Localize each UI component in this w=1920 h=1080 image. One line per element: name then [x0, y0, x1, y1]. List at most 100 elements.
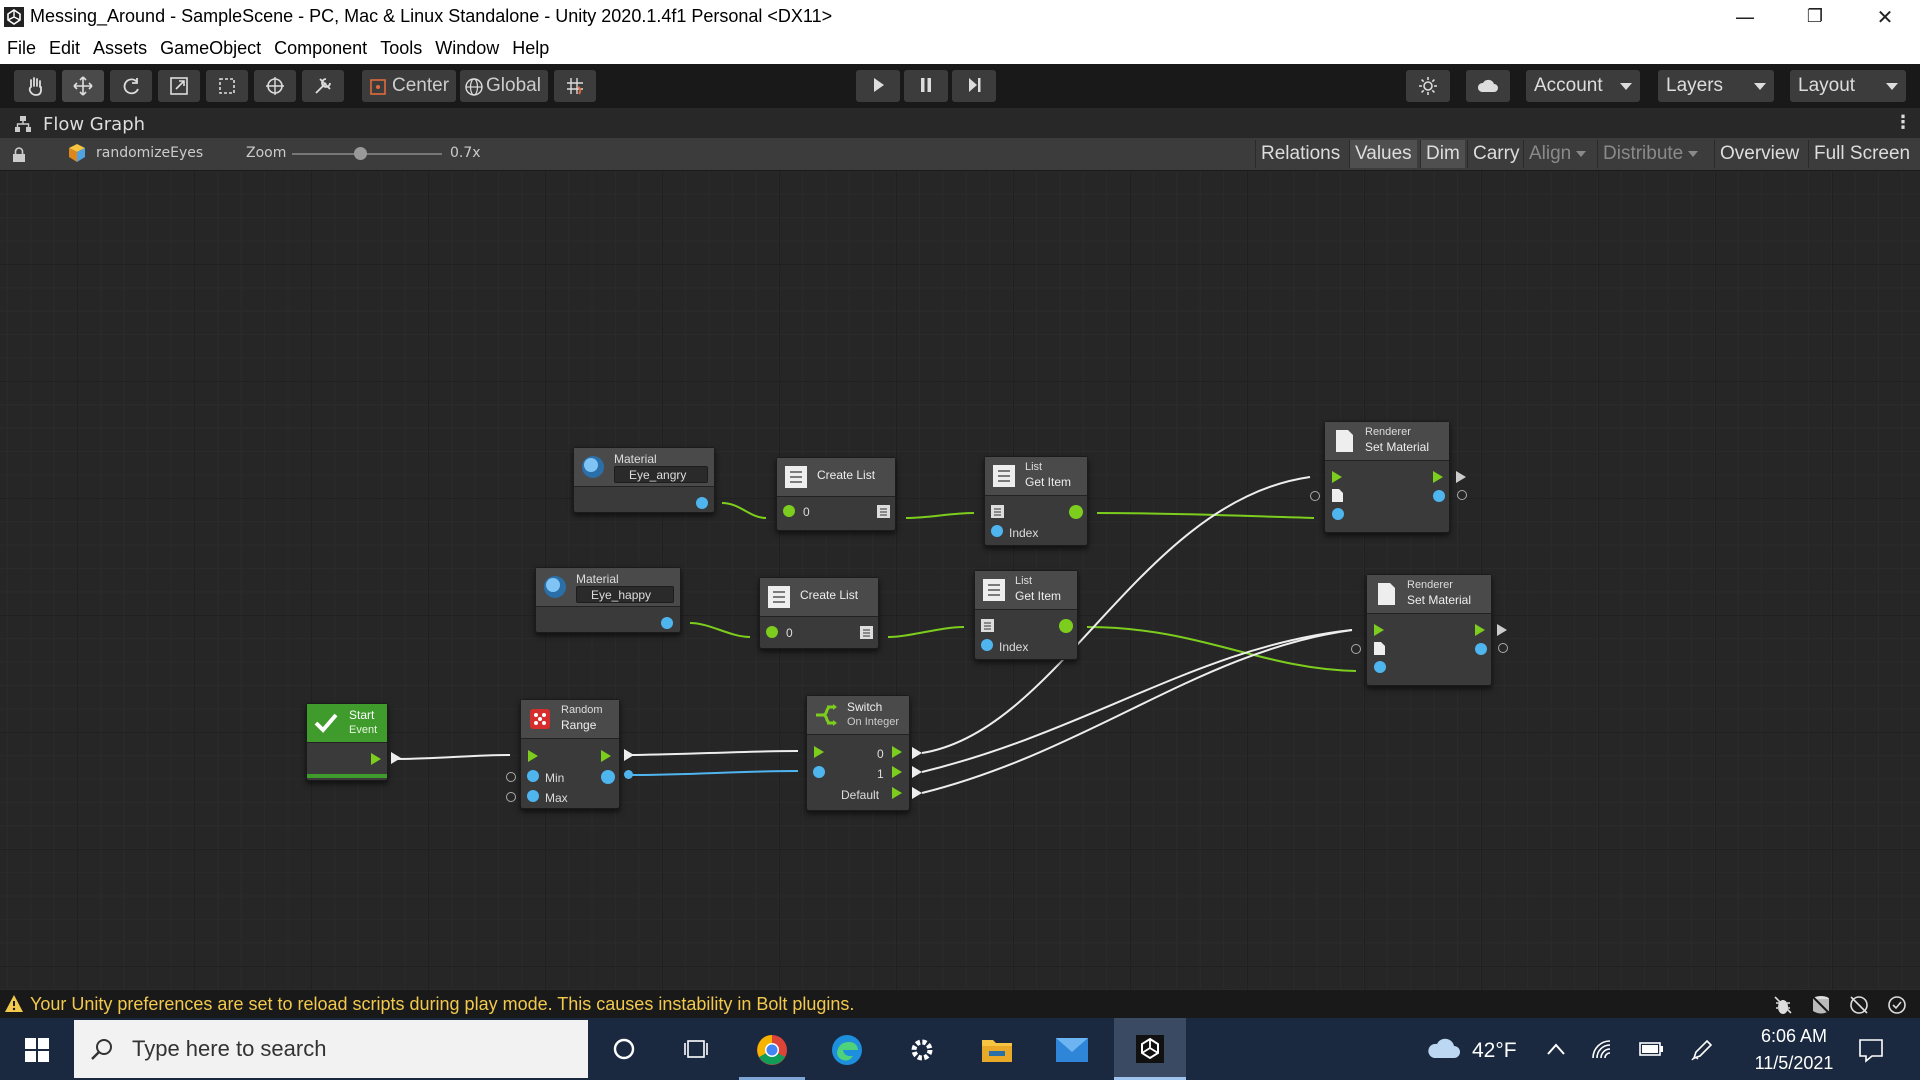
case-0-output-arrow-icon[interactable]: [892, 746, 902, 758]
menu-component[interactable]: Component: [274, 38, 368, 58]
material-field-angry[interactable]: Eye_angry: [614, 466, 708, 483]
align-dropdown[interactable]: Align: [1523, 140, 1592, 168]
list-input-icon[interactable]: [981, 619, 994, 632]
case-1-output-arrow-icon[interactable]: [892, 766, 902, 778]
minimize-button[interactable]: —: [1735, 5, 1755, 29]
menu-help[interactable]: Help: [512, 38, 550, 58]
list-output-icon[interactable]: [877, 505, 890, 518]
show-hidden-icons-button[interactable]: [1542, 1018, 1572, 1080]
switch-flow-input-arrow-icon[interactable]: [814, 746, 824, 758]
flow-graph-tab[interactable]: Flow Graph ⋮: [0, 110, 1920, 138]
layers-dropdown[interactable]: Layers: [1658, 70, 1774, 102]
flow-input-arrow-icon[interactable]: [1374, 624, 1384, 636]
overview-button[interactable]: Overview: [1714, 140, 1805, 168]
notifications-icon[interactable]: [1858, 1037, 1884, 1063]
list-input-icon[interactable]: [991, 505, 1004, 518]
random-flow-input-arrow-icon[interactable]: [528, 750, 538, 762]
get-item-node-1[interactable]: List Get Item Index: [984, 456, 1088, 546]
transform-tool-button[interactable]: [254, 70, 296, 102]
battery-icon[interactable]: [1638, 1040, 1664, 1058]
edge-taskbar-button[interactable]: [814, 1018, 880, 1080]
get-item-node-2[interactable]: List Get Item Index: [974, 570, 1078, 660]
menu-file[interactable]: File: [7, 38, 37, 58]
target-document-icon[interactable]: [1332, 489, 1343, 502]
material-input-port[interactable]: [1332, 508, 1344, 520]
carry-button[interactable]: Carry: [1467, 140, 1525, 168]
clock[interactable]: 6:06 AM 11/5/2021: [1746, 1018, 1842, 1080]
cortana-button[interactable]: [591, 1018, 657, 1080]
start-button[interactable]: [4, 1018, 70, 1080]
create-list-input-port[interactable]: [766, 626, 778, 638]
default-output-arrow-icon[interactable]: [892, 787, 902, 799]
distribute-dropdown[interactable]: Distribute: [1597, 140, 1704, 168]
random-range-node[interactable]: Random Range Min Max: [520, 699, 620, 809]
random-value-output-port[interactable]: [601, 770, 615, 784]
scale-tool-button[interactable]: [158, 70, 200, 102]
switch-value-input-port[interactable]: [813, 766, 825, 778]
pen-icon[interactable]: [1690, 1038, 1714, 1062]
menu-edit[interactable]: Edit: [49, 38, 81, 58]
close-button[interactable]: ✕: [1876, 5, 1894, 29]
target-output-port[interactable]: [1433, 490, 1445, 502]
settings-taskbar-button[interactable]: [889, 1018, 955, 1080]
target-document-icon[interactable]: [1374, 642, 1385, 655]
material-node-happy[interactable]: Material Eye_happy: [535, 567, 681, 633]
set-material-node-2[interactable]: Renderer Set Material: [1366, 574, 1492, 686]
create-list-node-1[interactable]: Create List 0: [776, 457, 896, 531]
max-input-port[interactable]: [527, 790, 539, 802]
relations-button[interactable]: Relations: [1255, 140, 1346, 168]
rotate-tool-button[interactable]: [110, 70, 152, 102]
get-item-output-port[interactable]: [1069, 505, 1083, 519]
network-icon[interactable]: [1848, 994, 1870, 1016]
dim-button[interactable]: Dim: [1420, 140, 1465, 168]
grid-snap-button[interactable]: [554, 70, 596, 102]
chrome-taskbar-button[interactable]: [739, 1018, 805, 1080]
zoom-slider-thumb[interactable]: [353, 147, 367, 160]
menu-gameobject[interactable]: GameObject: [160, 38, 262, 58]
pause-button[interactable]: [904, 70, 948, 102]
full-screen-button[interactable]: Full Screen: [1808, 140, 1916, 168]
cloud-button[interactable]: [1466, 70, 1510, 102]
list-output-icon[interactable]: [860, 626, 873, 639]
move-tool-button[interactable]: [62, 70, 104, 102]
file-explorer-taskbar-button[interactable]: [964, 1018, 1030, 1080]
pivot-center-button[interactable]: Center: [362, 70, 456, 102]
material-output-port[interactable]: [661, 617, 673, 629]
material-field-happy[interactable]: Eye_happy: [576, 586, 674, 603]
zoom-slider[interactable]: [292, 147, 442, 160]
task-view-button[interactable]: [663, 1018, 729, 1080]
random-flow-output-arrow-icon[interactable]: [601, 750, 611, 762]
debug-icon[interactable]: [1772, 994, 1794, 1016]
account-dropdown[interactable]: Account: [1526, 70, 1640, 102]
restore-button[interactable]: ❐: [1806, 6, 1824, 27]
database-icon[interactable]: [1810, 994, 1832, 1016]
custom-tool-button[interactable]: [302, 70, 344, 102]
switch-on-integer-node[interactable]: Switch On Integer 0 1 Default: [806, 695, 910, 811]
index-input-port[interactable]: [991, 525, 1003, 537]
values-button[interactable]: Values: [1349, 140, 1417, 168]
global-space-button[interactable]: Global: [460, 70, 548, 102]
flow-output-arrow-icon[interactable]: [1475, 624, 1485, 636]
material-input-port[interactable]: [1374, 661, 1386, 673]
rect-tool-button[interactable]: [206, 70, 248, 102]
index-input-port[interactable]: [981, 639, 993, 651]
wifi-icon[interactable]: [1590, 1038, 1614, 1060]
set-material-node-1[interactable]: Renderer Set Material: [1324, 421, 1450, 533]
get-item-output-port[interactable]: [1059, 619, 1073, 633]
step-button[interactable]: [952, 70, 996, 102]
start-flow-output-arrow-icon[interactable]: [371, 753, 381, 765]
create-list-input-port[interactable]: [783, 505, 795, 517]
material-output-port[interactable]: [696, 497, 708, 509]
hand-tool-button[interactable]: [14, 70, 56, 102]
play-button[interactable]: [856, 70, 900, 102]
more-options-icon[interactable]: ⋮: [1894, 112, 1912, 133]
check-circle-icon[interactable]: [1886, 994, 1908, 1016]
menu-tools[interactable]: Tools: [380, 38, 423, 58]
flow-input-arrow-icon[interactable]: [1332, 471, 1342, 483]
taskbar-search-box[interactable]: Type here to search: [74, 1020, 588, 1078]
material-node-angry[interactable]: Material Eye_angry: [573, 447, 715, 513]
menu-window[interactable]: Window: [435, 38, 500, 58]
mail-taskbar-button[interactable]: [1039, 1018, 1105, 1080]
start-event-node[interactable]: Start Event: [306, 703, 388, 781]
unity-taskbar-button[interactable]: [1114, 1018, 1186, 1080]
